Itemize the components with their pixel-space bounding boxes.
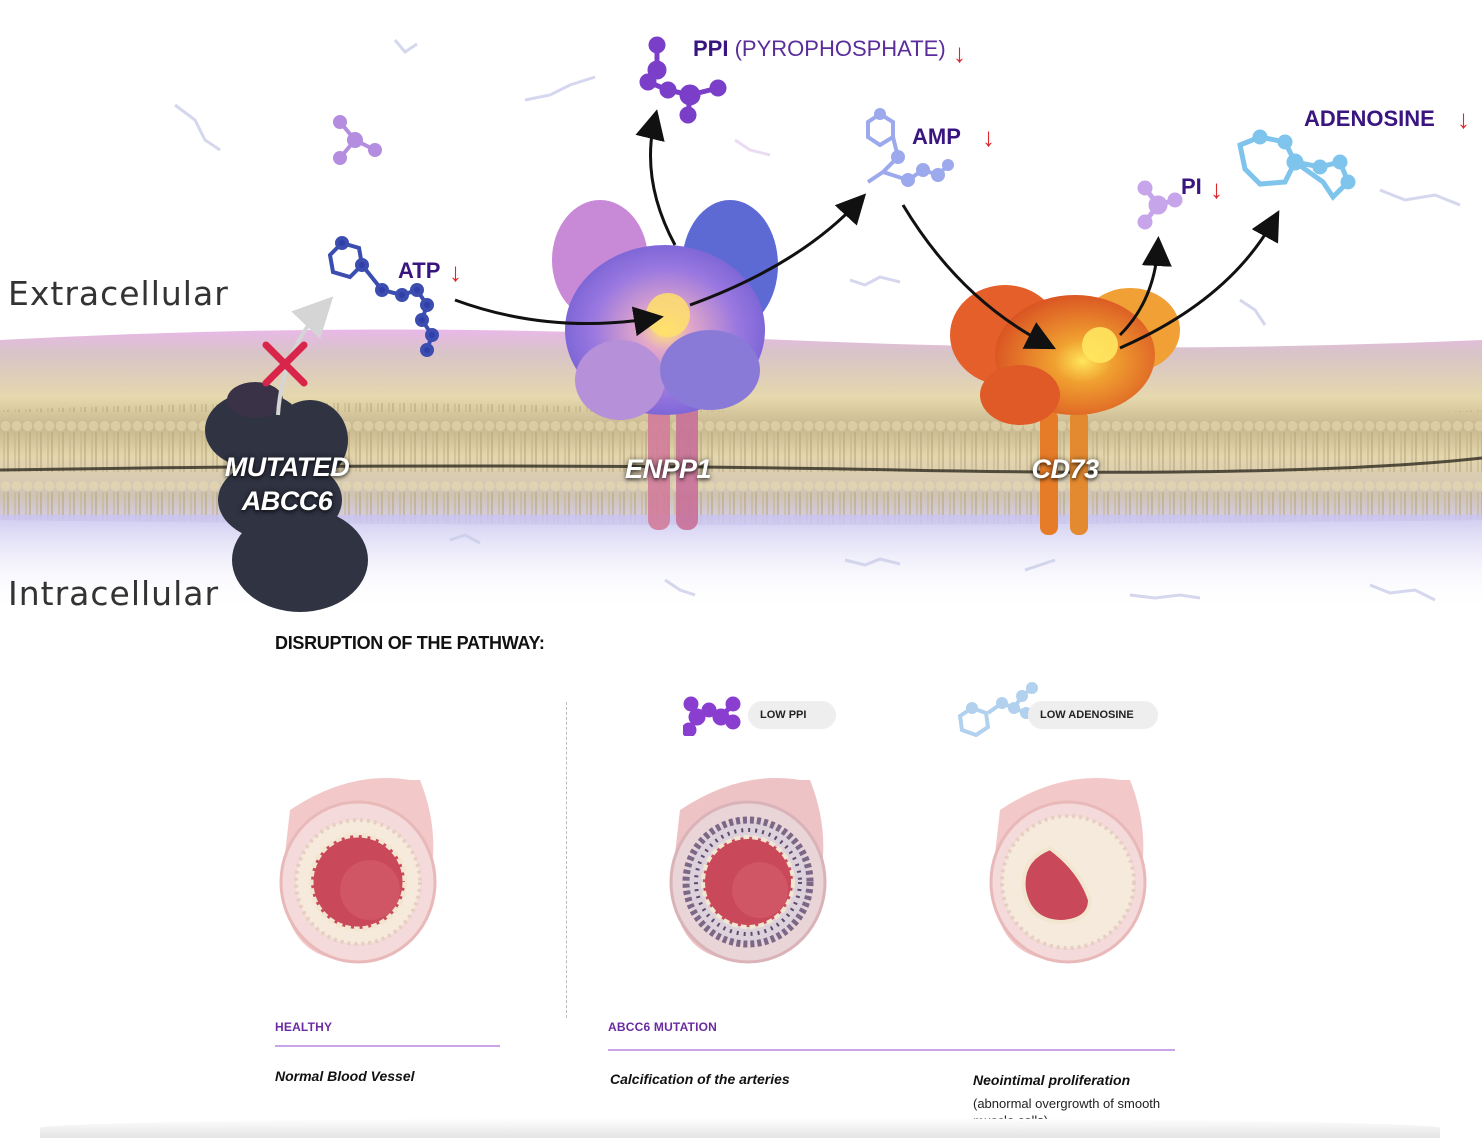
neointimal-caption: Neointimal proliferation [973, 1072, 1131, 1088]
amp-molecule [866, 108, 954, 187]
healthy-title: HEALTHY [275, 1020, 333, 1034]
healthy-vessel-illustration [279, 778, 437, 964]
enpp1-label: ENPP1 [624, 454, 712, 484]
extracellular-label: Extracellular [8, 274, 229, 313]
low-adenosine-pill: LOW ADENOSINE [1028, 701, 1158, 729]
pi-label: PI [1181, 174, 1202, 199]
atp-label: ATP [398, 258, 441, 283]
adenosine-molecule [1237, 129, 1356, 201]
mutation-underline [608, 1049, 1175, 1051]
inhibit-x-icon [262, 341, 308, 387]
amp-label: AMP [912, 124, 961, 149]
pi-molecule [1137, 180, 1183, 230]
abcc6-label-line1: MUTATED [224, 452, 350, 482]
intracellular-label: Intracellular [8, 574, 220, 613]
atp-molecule [327, 236, 439, 357]
ppi-molecule-background [333, 115, 382, 165]
ppi-label: PPI (PYROPHOSPHATE) [693, 36, 946, 62]
adenosine-label: ADENOSINE [1304, 106, 1435, 131]
pi-decrease-arrow-icon: ↓ [1210, 174, 1223, 204]
pathway-illustration [0, 36, 1482, 612]
mutation-title: ABCC6 MUTATION [608, 1020, 718, 1034]
neointimal-vessel-illustration [989, 778, 1147, 964]
ppi-molecule [639, 36, 727, 124]
abcc6-label-line2: ABCC6 [241, 486, 333, 516]
ppi-label-full: (PYROPHOSPHATE) [734, 36, 946, 61]
cd73-label: CD73 [1031, 454, 1099, 484]
ppi-decrease-arrow-icon: ↓ [953, 38, 966, 68]
healthy-underline [275, 1045, 500, 1047]
reaction-arrows [454, 109, 1280, 350]
adenosine-decrease-arrow-icon: ↓ [1457, 104, 1470, 134]
background-molecules [174, 39, 1461, 602]
low-ppi-molecule-icon [683, 696, 741, 736]
low-ppi-pill: LOW PPI [748, 701, 836, 729]
amp-decrease-arrow-icon: ↓ [982, 122, 995, 152]
calcified-vessel-illustration [669, 778, 827, 964]
disruption-title: DISRUPTION OF THE PATHWAY: [275, 633, 545, 653]
calcification-caption: Calcification of the arteries [610, 1071, 790, 1087]
low-adenosine-molecule-icon [957, 682, 1038, 738]
section-divider [566, 702, 567, 1018]
atp-decrease-arrow-icon: ↓ [449, 257, 462, 287]
healthy-caption: Normal Blood Vessel [275, 1068, 415, 1084]
abcc6-label: MUTATED ABCC6 [212, 450, 362, 518]
bottom-shadow [40, 1118, 1440, 1138]
ppi-label-abbrev: PPI [693, 36, 729, 61]
